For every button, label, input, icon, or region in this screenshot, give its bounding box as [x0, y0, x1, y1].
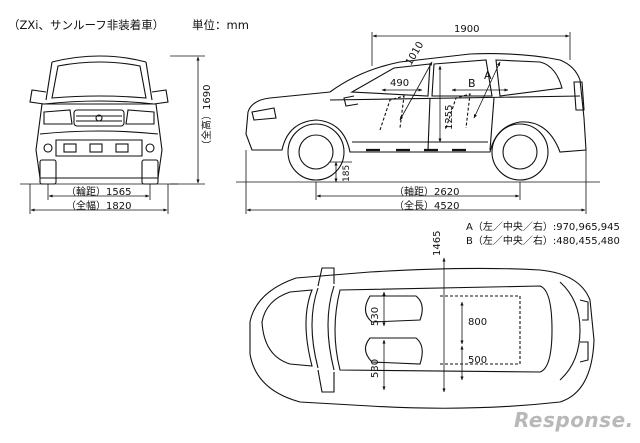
side-dim-1255: 1255: [444, 104, 455, 130]
side-seat-b: B: [468, 77, 476, 90]
header-note: （ZXi、サンルーフ非装着車）: [8, 18, 165, 32]
top-dim-1465: 1465: [432, 230, 443, 256]
top-view-car: [249, 267, 595, 409]
front-view-car: [29, 55, 169, 185]
front-view-dimension-lines: [20, 55, 205, 214]
interior-note-a: A（左／中央／右）:970,965,945: [466, 222, 620, 233]
response-watermark: Response.: [514, 408, 634, 432]
side-view-car: [245, 53, 587, 181]
top-view-dimension-lines: [382, 257, 464, 393]
side-seat-a: A: [484, 69, 492, 82]
front-seat-530: 530: [370, 306, 381, 326]
interior-note-b: B（左／中央／右）:480,455,480: [466, 236, 620, 247]
front-tread-label: （輪距）1565: [66, 187, 132, 198]
overall-length-label: （全長）4520: [394, 201, 460, 212]
side-dim-490: 490: [390, 78, 410, 89]
ground-clearance-label: 185: [342, 164, 352, 182]
top-dim-500: 500: [468, 355, 488, 366]
front-height-label: （全高）1690: [202, 84, 213, 150]
front-width-label: （全幅）1820: [66, 201, 132, 212]
side-view-dimension-lines: [236, 32, 600, 214]
unit-label: 単位：mm: [192, 18, 249, 32]
rear-seat-530: 530: [370, 358, 381, 378]
wheelbase-label: （軸距）2620: [394, 187, 460, 198]
top-dim-800: 800: [468, 317, 488, 328]
side-top-dimension: 1900: [454, 24, 480, 35]
